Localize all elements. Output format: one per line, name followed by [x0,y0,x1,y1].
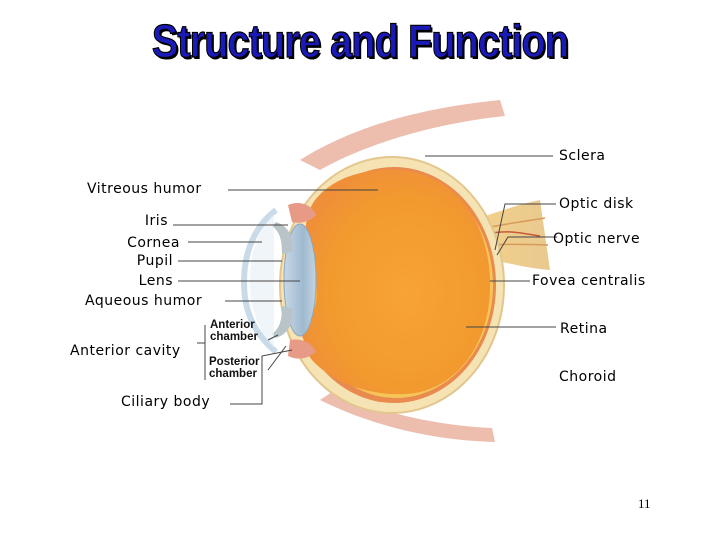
page-number: 11 [638,496,651,511]
label-ciliary-body: Ciliary body [121,394,211,410]
label-posterior-chamber: Posterior chamber [209,356,260,380]
label-vitreous-humor: Vitreous humor [87,181,202,197]
label-iris: Iris [144,213,168,229]
label-anterior-cavity: Anterior cavity [70,343,181,359]
label-choroid: Choroid [559,369,617,385]
label-retina: Retina [560,321,608,337]
vitreous-body [303,169,491,395]
label-pupil: Pupil [136,253,173,269]
label-optic-nerve: Optic nerve [553,231,641,247]
label-fovea-centralis: Fovea centralis [532,273,646,289]
page-title: Structure and Function [151,14,569,67]
ciliary-body-shape [288,203,316,223]
iris-shape [272,222,293,254]
label-optic-disk: Optic disk [559,196,634,212]
label-cornea: Cornea [127,235,180,251]
cornea-shape [240,207,278,355]
superior-muscle [300,100,505,170]
label-sclera: Sclera [559,148,606,164]
leader-lines [173,155,557,405]
label-anterior-chamber: Anterior chamber [210,319,258,343]
label-lens: Lens [138,273,173,289]
inferior-muscle [320,390,495,442]
label-aqueous-humor: Aqueous humor [85,293,203,309]
